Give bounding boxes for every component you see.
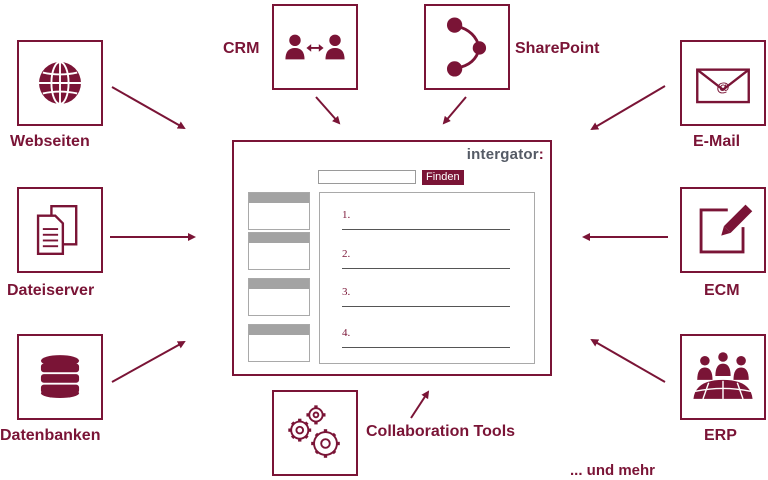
envelope-icon: @ (696, 68, 750, 104)
crm-box (272, 4, 358, 90)
intergator-logo: intergator: (466, 146, 544, 163)
edit-pencil-icon (699, 204, 753, 254)
datenbanken-box (17, 334, 103, 420)
search-input[interactable] (318, 170, 416, 184)
svg-text:@: @ (717, 80, 730, 95)
arrow-email (590, 85, 666, 131)
database-icon (40, 355, 80, 398)
collab-box (272, 390, 358, 476)
globe-icon (39, 61, 81, 105)
result-item[interactable]: 4. (342, 327, 510, 348)
arrow-crm (315, 96, 341, 125)
arrow-collab (410, 390, 430, 419)
email-label: E-Mail (693, 133, 741, 150)
people-exchange-icon (285, 34, 345, 60)
erp-box (680, 334, 766, 420)
dateiserver-label: Dateiserver (7, 282, 95, 299)
intergator-screen: intergator: Finden 1. 2. 3. 4. (232, 140, 552, 376)
arrow-sharepoint (442, 96, 467, 125)
sidebar-item[interactable] (248, 278, 310, 316)
documents-icon (36, 204, 78, 256)
finden-button[interactable]: Finden (422, 170, 464, 185)
und-mehr-label: ... und mehr (570, 462, 656, 479)
collab-label: Collaboration Tools (366, 423, 516, 440)
crm-label: CRM (223, 40, 260, 57)
arrow-webseiten (111, 86, 186, 129)
arrow-erp (590, 339, 666, 383)
ecm-box (680, 187, 766, 273)
share-nodes-icon (446, 17, 487, 77)
sidebar-item[interactable] (248, 192, 310, 230)
dateiserver-box (17, 187, 103, 273)
erp-label: ERP (704, 427, 737, 444)
gears-icon (288, 405, 340, 458)
result-item[interactable]: 2. (342, 248, 510, 269)
result-item[interactable]: 3. (342, 286, 510, 307)
sharepoint-label: SharePoint (515, 40, 600, 57)
ecm-label: ECM (704, 282, 740, 299)
webseiten-label: Webseiten (10, 133, 90, 150)
webseiten-box (17, 40, 103, 126)
email-box: @ (680, 40, 766, 126)
arrow-datenbanken (111, 341, 186, 383)
result-item[interactable]: 1. (342, 209, 510, 230)
meeting-icon (693, 352, 753, 400)
results-list: 1. 2. 3. 4. (319, 192, 535, 364)
sidebar-item[interactable] (248, 324, 310, 362)
sharepoint-box (424, 4, 510, 90)
sidebar-item[interactable] (248, 232, 310, 270)
datenbanken-label: Datenbanken (0, 427, 101, 444)
